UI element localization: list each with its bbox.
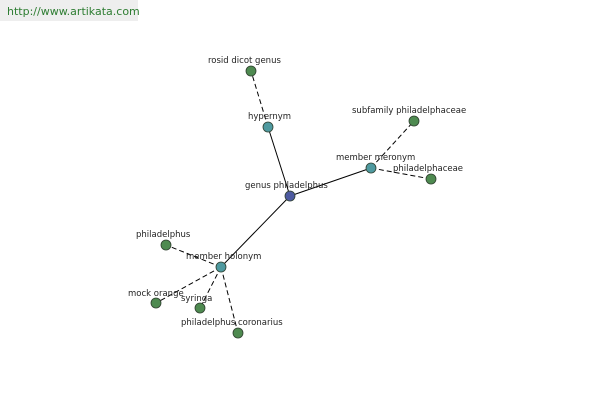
node-root[interactable]	[284, 190, 296, 202]
node-label-holonym[interactable]: member holonym	[186, 252, 261, 262]
graph-edges	[155, 70, 432, 334]
node-holonym[interactable]	[215, 261, 227, 273]
node-rosid[interactable]	[245, 65, 257, 77]
node-philadelphus[interactable]	[160, 239, 172, 251]
node-hypernym[interactable]	[262, 121, 274, 133]
edge-holonym-to-coronarius	[220, 266, 239, 334]
node-syringa[interactable]	[194, 302, 206, 314]
node-label-philadelphaceae[interactable]: philadelphaceae	[393, 164, 463, 174]
node-label-subfamily[interactable]: subfamily philadelphaceae	[352, 106, 466, 116]
node-label-coronarius[interactable]: philadelphus coronarius	[181, 318, 283, 328]
url-bar: http://www.artikata.com	[0, 0, 140, 21]
edge-meronym-to-subfamily	[370, 120, 415, 169]
node-label-meronym[interactable]: member meronym	[336, 153, 415, 163]
node-label-philadelphus[interactable]: philadelphus	[136, 230, 191, 240]
node-label-syringa[interactable]: syringa	[181, 294, 212, 304]
node-label-mock-orange[interactable]: mock orange	[128, 289, 184, 299]
edge-root-to-hypernym	[267, 126, 291, 197]
graph-labels: genus philadelphus hypernym rosid dicot ge…	[128, 56, 466, 328]
edge-meronym-to-philadelphaceae	[370, 167, 432, 180]
site-url-link[interactable]: http://www.artikata.com	[7, 5, 140, 18]
graph-nodes	[150, 65, 437, 339]
edge-hypernym-to-rosid	[250, 70, 269, 128]
node-philadelphaceae[interactable]	[425, 173, 437, 185]
edge-holonym-to-philadelphus	[165, 244, 222, 268]
node-label-hypernym[interactable]: hypernym	[248, 112, 291, 122]
node-coronarius[interactable]	[232, 327, 244, 339]
node-label-rosid[interactable]: rosid dicot genus	[208, 56, 281, 66]
edge-holonym-to-mock-orange	[155, 266, 222, 304]
node-subfamily[interactable]	[408, 115, 420, 127]
node-label-root[interactable]: genus philadelphus	[245, 181, 328, 191]
node-mock-orange[interactable]	[150, 297, 162, 309]
edge-root-to-meronym	[289, 167, 372, 197]
edge-root-to-holonym	[220, 195, 291, 268]
node-meronym[interactable]	[365, 162, 377, 174]
